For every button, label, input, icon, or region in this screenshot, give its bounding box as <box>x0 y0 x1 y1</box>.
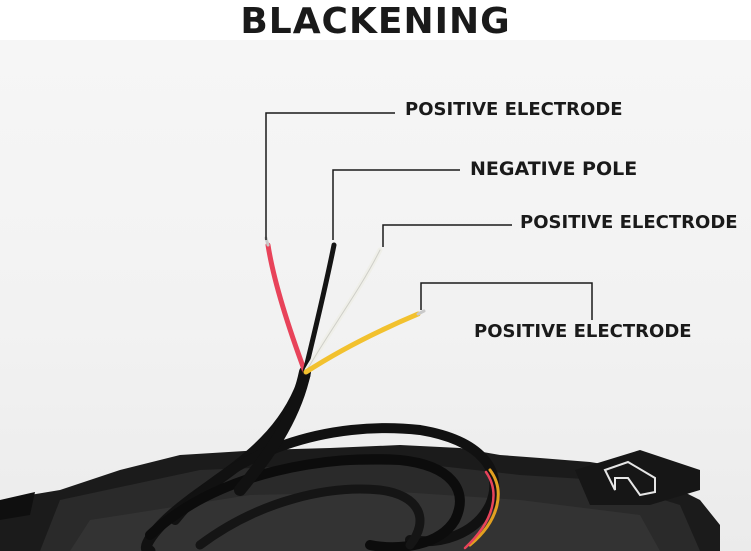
page-title: BLACKENING <box>240 1 511 42</box>
label-positive-electrode-white: POSITIVE ELECTRODE <box>520 212 738 233</box>
leader-line-black <box>332 169 460 240</box>
yellow-wire-tip <box>416 309 426 316</box>
mounting-bracket <box>575 450 700 505</box>
leader-lines <box>265 112 593 320</box>
leader-line-yellow <box>420 282 593 320</box>
yellow-wire <box>303 311 421 375</box>
label-positive-electrode-yellow: POSITIVE ELECTRODE <box>474 321 692 342</box>
leader-line-white <box>382 224 512 247</box>
leader-line-red <box>265 112 395 240</box>
white-wire-edge <box>306 249 381 371</box>
label-positive-electrode-red: POSITIVE ELECTRODE <box>405 99 623 120</box>
black-wire <box>302 242 337 375</box>
cable-sheath <box>234 366 311 496</box>
wires <box>264 236 426 375</box>
red-wire <box>265 242 308 375</box>
label-negative-pole-black: NEGATIVE POLE <box>470 158 638 180</box>
